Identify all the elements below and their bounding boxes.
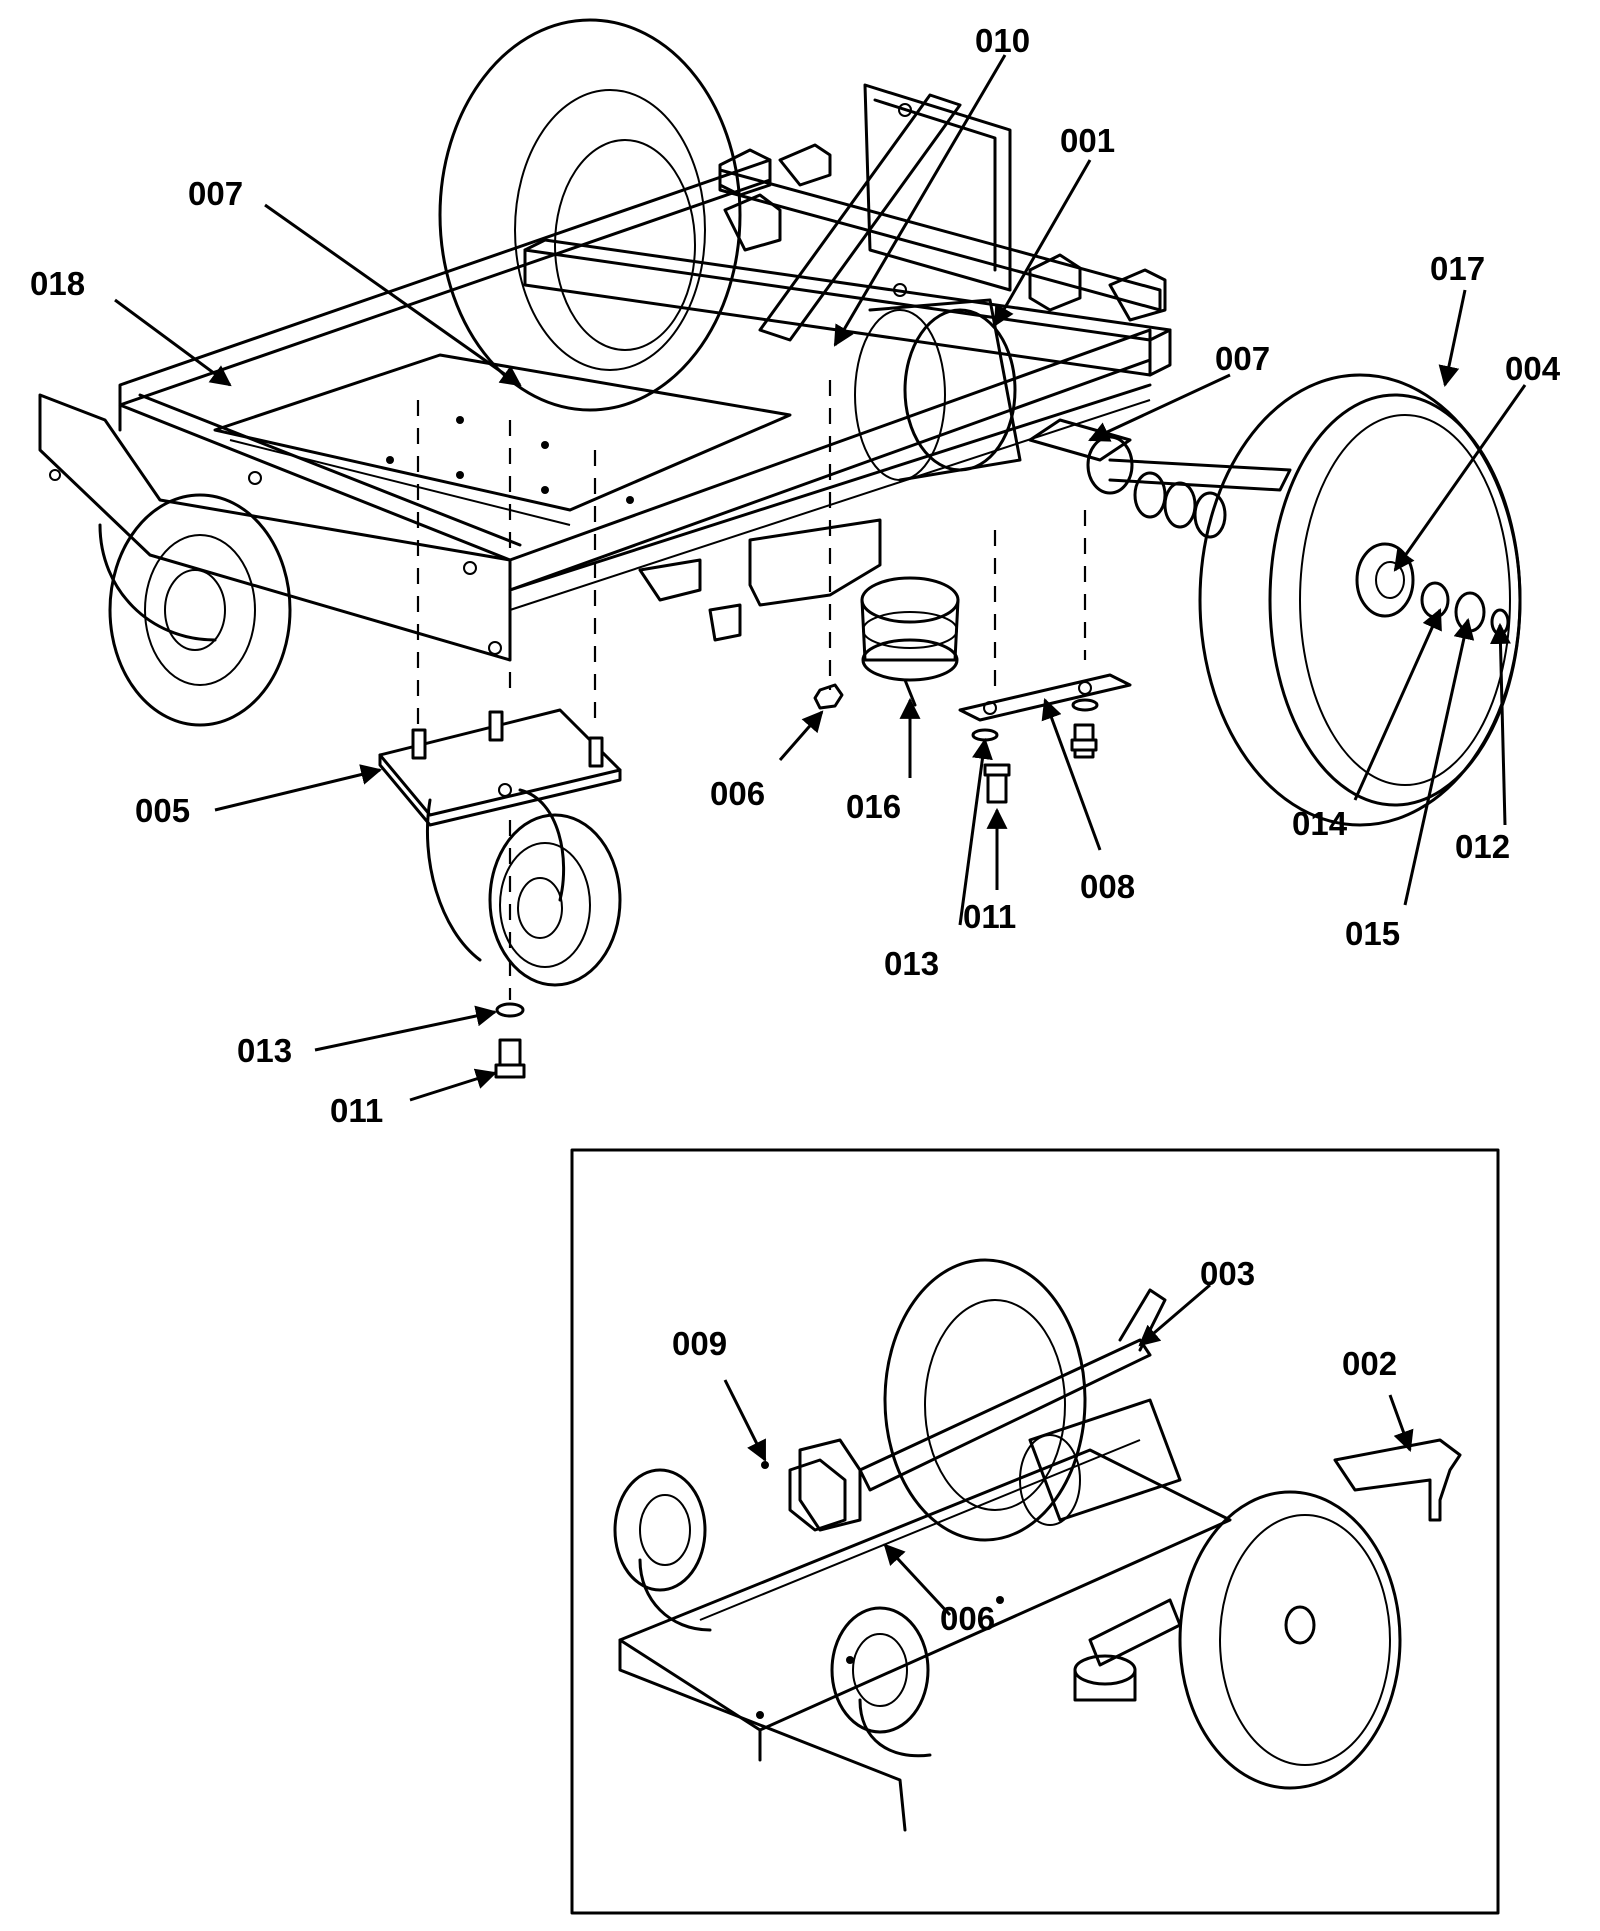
callout-007-right: 007 bbox=[1215, 340, 1270, 377]
assembly-lines bbox=[416, 380, 1087, 1000]
callout-010: 010 bbox=[975, 22, 1030, 59]
inset-callout-009: 009 bbox=[672, 1325, 727, 1362]
callout-007-top: 007 bbox=[188, 175, 243, 212]
caster-assembly-005 bbox=[378, 708, 622, 1079]
roller-016 bbox=[860, 576, 960, 707]
callout-013-mid: 013 bbox=[884, 945, 939, 982]
callout-005: 005 bbox=[135, 792, 190, 829]
main-exploded-view bbox=[38, 18, 1522, 1079]
callout-012: 012 bbox=[1455, 828, 1510, 865]
callout-014: 014 bbox=[1292, 805, 1348, 842]
callout-016: 016 bbox=[846, 788, 901, 825]
inset-view: 003 009 002 006 bbox=[570, 1148, 1500, 1915]
left-caster-mounted bbox=[98, 493, 292, 727]
drive-motor bbox=[854, 298, 1292, 539]
inset-handle-002 bbox=[1333, 1438, 1462, 1522]
callout-011-low: 011 bbox=[330, 1092, 383, 1129]
rear-drive-wheel bbox=[438, 18, 742, 412]
inset-bracket-009 bbox=[761, 1458, 847, 1532]
inset-right-wheel bbox=[1178, 1490, 1402, 1790]
inset-roller bbox=[1073, 1654, 1137, 1702]
main-callouts: 010 001 007 018 007 017 004 005 006 016 … bbox=[30, 22, 1561, 1129]
callout-017: 017 bbox=[1430, 250, 1485, 287]
main-frame bbox=[38, 143, 1172, 662]
inset-caster-left bbox=[613, 1468, 712, 1632]
inset-caster-front bbox=[830, 1606, 932, 1758]
upright-bracket bbox=[758, 83, 1012, 342]
callout-011-mid: 011 bbox=[963, 898, 1016, 935]
callout-018: 018 bbox=[30, 265, 85, 302]
inset-frame bbox=[570, 1148, 1500, 1915]
callout-013-low: 013 bbox=[237, 1032, 292, 1069]
callout-006: 006 bbox=[710, 775, 765, 812]
inset-callout-002: 002 bbox=[1342, 1345, 1397, 1382]
inset-callout-003: 003 bbox=[1200, 1255, 1255, 1292]
callout-015: 015 bbox=[1345, 915, 1400, 952]
nut-006 bbox=[813, 683, 844, 710]
inset-frame-body bbox=[618, 1288, 1232, 1832]
callout-001: 001 bbox=[1060, 122, 1115, 159]
callout-008: 008 bbox=[1080, 868, 1135, 905]
right-wheel-017 bbox=[1198, 373, 1522, 827]
under-mount-bracket bbox=[638, 518, 882, 642]
inset-rear-wheel bbox=[883, 1258, 1087, 1542]
callout-004: 004 bbox=[1505, 350, 1561, 387]
main-leaders bbox=[114, 54, 1527, 1102]
plate-008 bbox=[958, 673, 1132, 804]
inset-callout-006: 006 bbox=[940, 1600, 995, 1637]
